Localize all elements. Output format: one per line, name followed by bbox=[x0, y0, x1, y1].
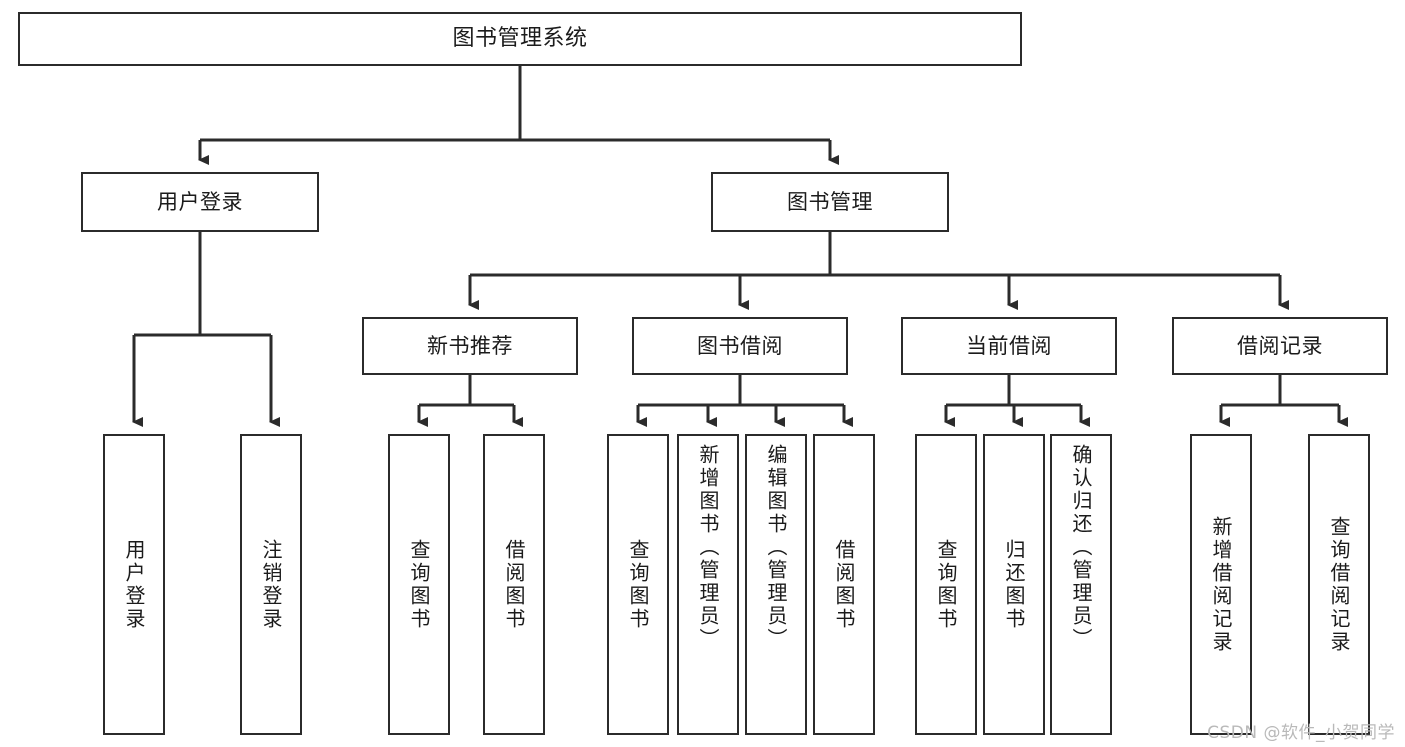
leaf-confirm-return-admin-label: 确认归还（管理员） bbox=[1069, 444, 1093, 651]
leaf-query-borrow-record-label: 查询借阅记录 bbox=[1327, 515, 1351, 654]
leaf-add-borrow-record-label: 新增借阅记录 bbox=[1209, 515, 1233, 654]
node-book-borrow[interactable]: 图书借阅 bbox=[632, 317, 848, 375]
node-borrow-record[interactable]: 借阅记录 bbox=[1172, 317, 1388, 375]
node-new-book-recommend-label: 新书推荐 bbox=[427, 333, 513, 358]
leaf-borrow-book[interactable]: 借阅图书 bbox=[813, 434, 875, 735]
node-book-management-label: 图书管理 bbox=[787, 189, 873, 214]
node-current-borrow[interactable]: 当前借阅 bbox=[901, 317, 1117, 375]
leaf-return-book-label: 归还图书 bbox=[1002, 538, 1026, 631]
node-root-label: 图书管理系统 bbox=[452, 26, 588, 52]
leaf-edit-book-admin[interactable]: 编辑图书（管理员） bbox=[745, 434, 807, 735]
leaf-logout-login-label: 注销登录 bbox=[259, 538, 283, 631]
leaf-add-book-admin-label: 新增图书（管理员） bbox=[696, 444, 720, 651]
leaf-borrow-book-recommend[interactable]: 借阅图书 bbox=[483, 434, 545, 735]
node-current-borrow-label: 当前借阅 bbox=[966, 333, 1052, 358]
leaf-edit-book-admin-label: 编辑图书（管理员） bbox=[764, 444, 788, 651]
node-new-book-recommend[interactable]: 新书推荐 bbox=[362, 317, 578, 375]
node-book-borrow-label: 图书借阅 bbox=[697, 333, 783, 358]
node-user-login[interactable]: 用户登录 bbox=[81, 172, 319, 232]
leaf-query-book-borrow-label: 查询图书 bbox=[626, 538, 650, 631]
leaf-query-book-recommend-label: 查询图书 bbox=[407, 538, 431, 631]
leaf-borrow-book-recommend-label: 借阅图书 bbox=[502, 538, 526, 631]
node-borrow-record-label: 借阅记录 bbox=[1237, 333, 1323, 358]
leaf-confirm-return-admin[interactable]: 确认归还（管理员） bbox=[1050, 434, 1112, 735]
node-user-login-label: 用户登录 bbox=[157, 189, 243, 214]
leaf-return-book[interactable]: 归还图书 bbox=[983, 434, 1045, 735]
leaf-query-book-borrow[interactable]: 查询图书 bbox=[607, 434, 669, 735]
leaf-query-book-current[interactable]: 查询图书 bbox=[915, 434, 977, 735]
leaf-query-borrow-record[interactable]: 查询借阅记录 bbox=[1308, 434, 1370, 735]
node-root[interactable]: 图书管理系统 bbox=[18, 12, 1022, 66]
leaf-user-login[interactable]: 用户登录 bbox=[103, 434, 165, 735]
leaf-query-book-current-label: 查询图书 bbox=[934, 538, 958, 631]
leaf-logout-login[interactable]: 注销登录 bbox=[240, 434, 302, 735]
watermark: CSDN @软件_小贺同学 bbox=[1207, 723, 1395, 743]
leaf-query-book-recommend[interactable]: 查询图书 bbox=[388, 434, 450, 735]
node-book-management[interactable]: 图书管理 bbox=[711, 172, 949, 232]
leaf-add-borrow-record[interactable]: 新增借阅记录 bbox=[1190, 434, 1252, 735]
leaf-borrow-book-label: 借阅图书 bbox=[832, 538, 856, 631]
leaf-user-login-label: 用户登录 bbox=[122, 538, 146, 631]
leaf-add-book-admin[interactable]: 新增图书（管理员） bbox=[677, 434, 739, 735]
